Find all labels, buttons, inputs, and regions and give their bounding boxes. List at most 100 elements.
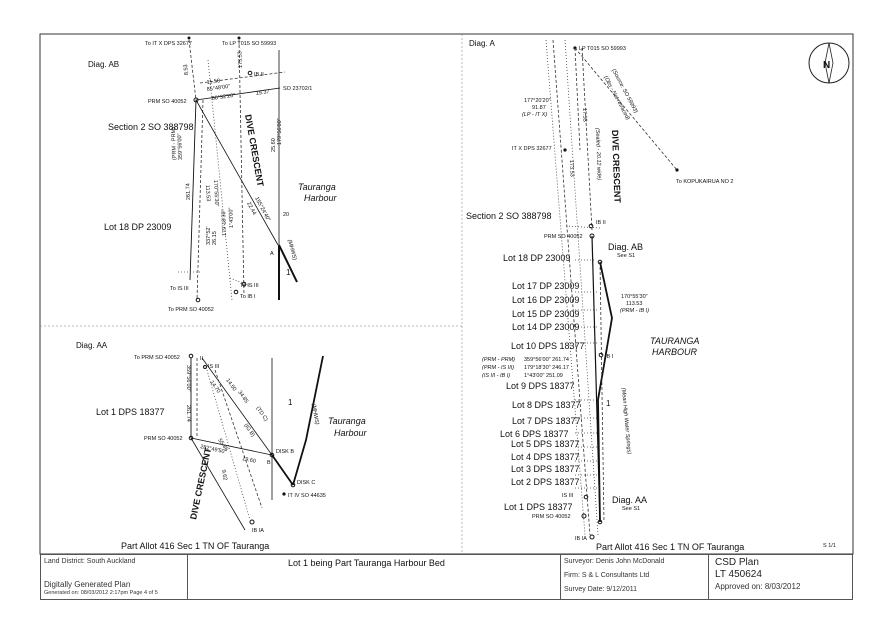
diag-a-bearing-lp: 177°20'20"	[524, 98, 551, 104]
diag-a: Diag. A N LP T015 SO 59993 To KOPUKAIRUA…	[466, 39, 850, 542]
diag-a-lot7: Lot 7 DPS 18377	[512, 416, 581, 426]
diag-ab-to-lp: To LP T015 SO 59993	[222, 41, 276, 47]
diag-ab-to-prm-bottom: To PRM SO 40052	[168, 307, 214, 313]
diag-ab-to-ib-i: To IB I	[240, 294, 256, 300]
ib-ii-mark	[588, 223, 594, 229]
land-district: Land District: South Auckland	[44, 558, 136, 565]
diag-aa-prm-mid: PRM SO 40052	[144, 436, 183, 442]
diag-a-prm-is-v: 179°18'30" 246.17	[524, 365, 569, 371]
diag-a-harbour-1: TAURANGA	[650, 336, 699, 346]
diag-a-prm-is: (PRM - IS III)	[482, 365, 514, 371]
bearing: 337°52'	[206, 226, 212, 245]
diag-a-lot15: Lot 15 DP 23009	[512, 309, 579, 319]
diag-aa-ii: II	[200, 356, 204, 362]
diag-a-see-s1-a: See S1	[617, 253, 635, 259]
prm-mark	[195, 297, 201, 303]
is-iii-mark	[583, 494, 589, 500]
diag-ab-so-right: SO 23702/1	[283, 86, 312, 92]
ib-i-mark	[233, 289, 239, 295]
diag-ab: Diag. AB To IT X DPS 32677 To LP T015 SO…	[88, 36, 338, 313]
diag-aa-lot1: Lot 1 DPS 18377	[96, 407, 165, 417]
diag-a-dist-lp: 91.87	[532, 105, 546, 111]
diag-a-it-x: IT X DPS 32677	[512, 146, 552, 152]
ib-ia-mark	[589, 534, 595, 540]
diag-ab-harbour-1: Tauranga	[298, 182, 336, 192]
generated-on: Generated on: 08/03/2012 2:17pm Page 4 o…	[44, 590, 158, 596]
diag-ab-prm: PRM SO 40052	[148, 99, 187, 105]
survey-mark	[187, 36, 191, 40]
title-block-title: Lot 1 being Part Tauranga Harbour Bed	[188, 555, 561, 599]
bearing: 25.60	[271, 138, 277, 152]
title-block-plan: CSD Plan LT 450624 Approved on: 8/03/201…	[709, 555, 852, 599]
diag-a-is-ib-v: 1°43'00" 251.09	[524, 373, 563, 379]
bearing: 19.37	[255, 89, 269, 97]
diag-aa-disk-c: DISK C	[297, 480, 315, 486]
diag-a-lot10: Lot 10 DPS 18377	[511, 341, 585, 351]
diag-a-section: Section 2 SO 388798	[466, 211, 552, 221]
ib-ia-mark	[249, 519, 255, 525]
part-allot-left: Part Allot 416 Sec 1 TN OF Tauranga	[121, 541, 269, 551]
diag-ab-title: Diag. AB	[88, 60, 119, 69]
bearing: 359°56'00"	[185, 365, 191, 392]
diag-ab-to-is-iii-b: To IS III	[240, 283, 259, 289]
diag-a-is-iii: IS III	[562, 493, 574, 499]
diag-a-road-note: (Sealed - 20.12 wide)	[594, 128, 602, 181]
it-iv-mark	[282, 492, 286, 496]
prm-mark	[188, 353, 194, 359]
bearing: (PRM - PRM)	[171, 127, 178, 160]
diag-a-title: Diag. A	[469, 39, 495, 48]
diag-a-ib-i: IB I	[605, 354, 614, 360]
survey-date: Survey Date: 9/12/2011	[564, 586, 638, 593]
diag-ab-road: DIVE CRESCENT	[243, 114, 266, 188]
diag-a-lp-it: (LP - IT X)	[522, 112, 547, 118]
diag-a-prm-bottom: PRM SO 40052	[532, 514, 571, 520]
diag-ab-to-is-iii-a: To IS III	[170, 286, 189, 292]
diag-a-prm: PRM SO 40052	[544, 234, 583, 240]
diag-aa-it-iv: IT IV SO 44635	[288, 493, 326, 499]
diag-a-d1: 17.53	[581, 108, 587, 122]
diag-a-lot18: Lot 18 DP 23009	[503, 253, 570, 263]
bearing: 1°43'00"	[228, 207, 235, 228]
diag-aa-parcel: 1	[288, 398, 293, 407]
bearing: 170°55'30"	[212, 180, 219, 207]
diag-a-lot4: Lot 4 DPS 18377	[511, 452, 580, 462]
title-block-district: Land District: South Auckland Digitally …	[41, 555, 188, 599]
prm-mark	[188, 435, 194, 441]
diag-a-lot17: Lot 17 DP 23009	[512, 281, 579, 291]
diag-ab-to-it-x: To IT X DPS 32677	[145, 41, 192, 47]
kopukairua-line	[574, 47, 678, 171]
generated-label: Digitally Generated Plan	[44, 580, 131, 589]
bearing: (TD C)	[254, 406, 268, 423]
prm-mark	[589, 233, 595, 239]
diag-a-lot9: Lot 9 DPS 18377	[506, 381, 575, 391]
bearing: 179°56'00"	[277, 118, 283, 145]
diag-ab-pt-20: 20	[283, 212, 289, 218]
plan-frame	[39, 33, 854, 555]
bearing: 173.53	[237, 51, 244, 68]
diag-a-lot5: Lot 5 DPS 18377	[511, 439, 580, 449]
prm-mark	[193, 97, 199, 103]
disk-b-mark	[269, 452, 275, 458]
title-block: Land District: South Auckland Digitally …	[40, 554, 853, 600]
north-label: N	[823, 60, 830, 71]
diag-aa-harbour-2: Harbour	[334, 428, 368, 438]
diag-a-ib-ii: IB II	[596, 220, 606, 226]
diag-ab-ref-mark	[597, 259, 603, 265]
is-iii-mark	[203, 365, 207, 369]
diag-a-mhws-long: (Mean High Water Springs)	[620, 388, 632, 455]
diag-ab-mhws: (MHWS)	[286, 239, 297, 261]
diag-a-b1: 170°55'30"	[621, 294, 648, 300]
survey-mark	[237, 36, 241, 40]
bearing: 113.53	[204, 185, 211, 202]
diag-aa-mhws: (MHWS)	[310, 403, 320, 425]
diag-a-prm-prm-v: 359°56'00" 261.74	[524, 357, 569, 363]
diag-aa-ref-mark	[597, 519, 603, 525]
diag-ab-ib-ii: IB II	[254, 72, 264, 78]
bearing: 26.15	[212, 231, 218, 245]
diag-aa-title: Diag. AA	[76, 341, 108, 350]
diag-a-lp-top: LP T015 SO 59993	[579, 46, 626, 52]
bearing: 282°49'50"	[200, 444, 227, 455]
plan-number: LT 450624	[715, 569, 762, 580]
